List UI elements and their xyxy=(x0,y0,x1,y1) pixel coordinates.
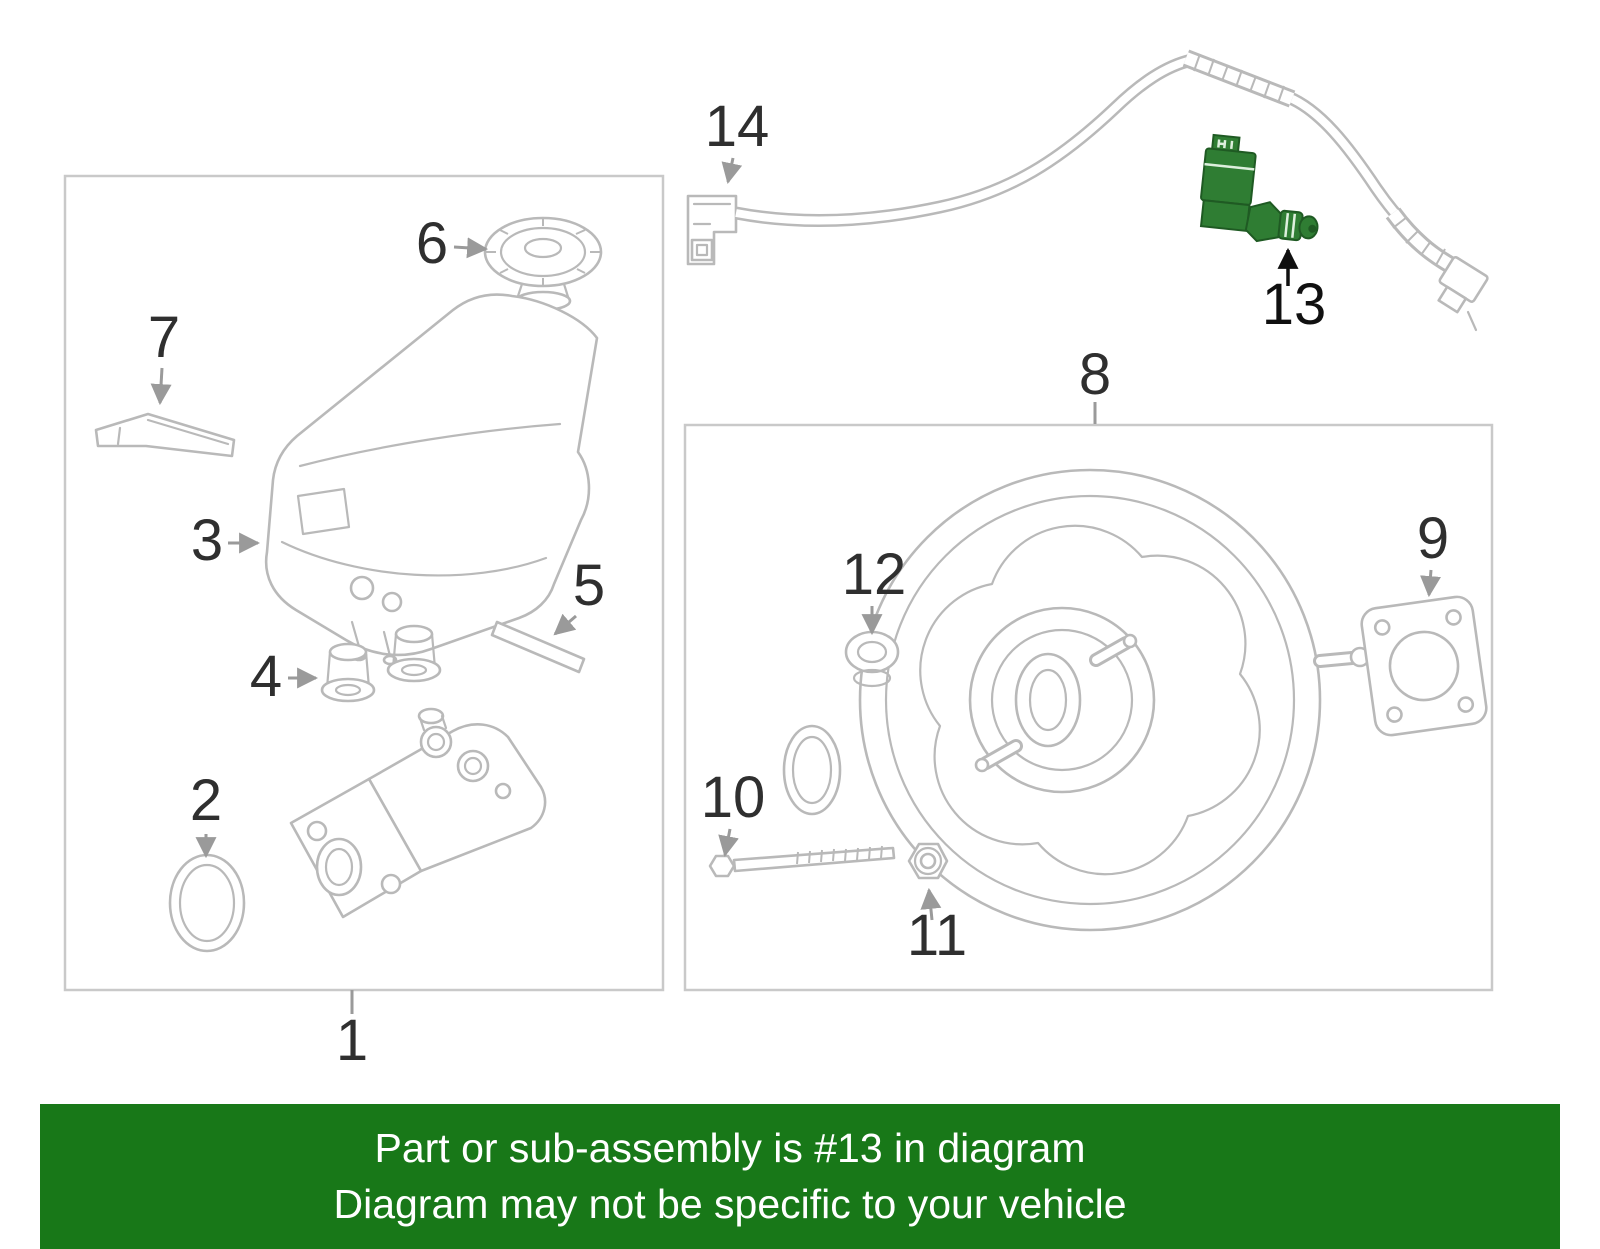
callout-2: 2 xyxy=(190,768,222,859)
callout-5: 5 xyxy=(553,553,605,636)
callout-11-number: 11 xyxy=(907,903,967,968)
part-reservoir-cap xyxy=(483,216,603,288)
part-nut-11 xyxy=(907,842,949,880)
callout-1: 1 xyxy=(336,990,368,1073)
part-rod-5 xyxy=(490,620,586,674)
callout-4: 4 xyxy=(250,644,319,709)
part-master-cylinder xyxy=(289,707,547,919)
callout-14: 14 xyxy=(705,94,770,185)
part-hose xyxy=(686,49,1489,332)
callout-12: 12 xyxy=(842,542,907,636)
part-gasket-9 xyxy=(1360,595,1488,737)
hose-corrugation-ticks xyxy=(1193,53,1446,266)
banner-line-2: Diagram may not be specific to your vehi… xyxy=(333,1180,1127,1227)
callout-3: 3 xyxy=(191,508,261,573)
callout-9-number: 9 xyxy=(1417,506,1449,571)
callout-12-number: 12 xyxy=(842,542,907,607)
callout-13-number: 13 xyxy=(1262,272,1327,337)
hose-end-fitting xyxy=(1437,255,1489,314)
callout-1-number: 1 xyxy=(336,1008,368,1073)
callout-2-number: 2 xyxy=(190,768,222,833)
callout-10: 10 xyxy=(701,765,766,858)
part-reservoir xyxy=(264,282,599,666)
callout-8-number: 8 xyxy=(1079,342,1111,407)
part-oval-seal xyxy=(782,724,842,816)
highlight-banner: Part or sub-assembly is #13 in diagram D… xyxy=(40,1104,1560,1249)
callout-14-number: 14 xyxy=(705,94,770,159)
callout-11: 11 xyxy=(907,887,967,968)
part-booster xyxy=(858,468,1371,932)
callout-8: 8 xyxy=(1079,342,1111,424)
callout-9: 9 xyxy=(1417,506,1449,598)
left-assembly-box xyxy=(63,174,665,992)
callout-3-number: 3 xyxy=(191,508,223,573)
callout-7-number: 7 xyxy=(148,305,180,370)
part-grommets xyxy=(320,624,442,703)
callout-13-highlighted: 13 xyxy=(1262,247,1327,337)
part-sensor-13-highlighted xyxy=(1199,133,1319,243)
callout-5-number: 5 xyxy=(573,553,605,618)
callout-6: 6 xyxy=(416,211,489,276)
callout-10-number: 10 xyxy=(701,765,766,830)
banner-line-1: Part or sub-assembly is #13 in diagram xyxy=(374,1125,1086,1172)
right-assembly-box xyxy=(683,423,1494,992)
callout-4-number: 4 xyxy=(250,644,282,709)
part-bolt-10 xyxy=(708,845,896,878)
callout-6-number: 6 xyxy=(416,211,448,276)
callout-7: 7 xyxy=(148,305,180,406)
part-seal-ring xyxy=(168,853,246,953)
part-pin-7 xyxy=(94,412,236,458)
